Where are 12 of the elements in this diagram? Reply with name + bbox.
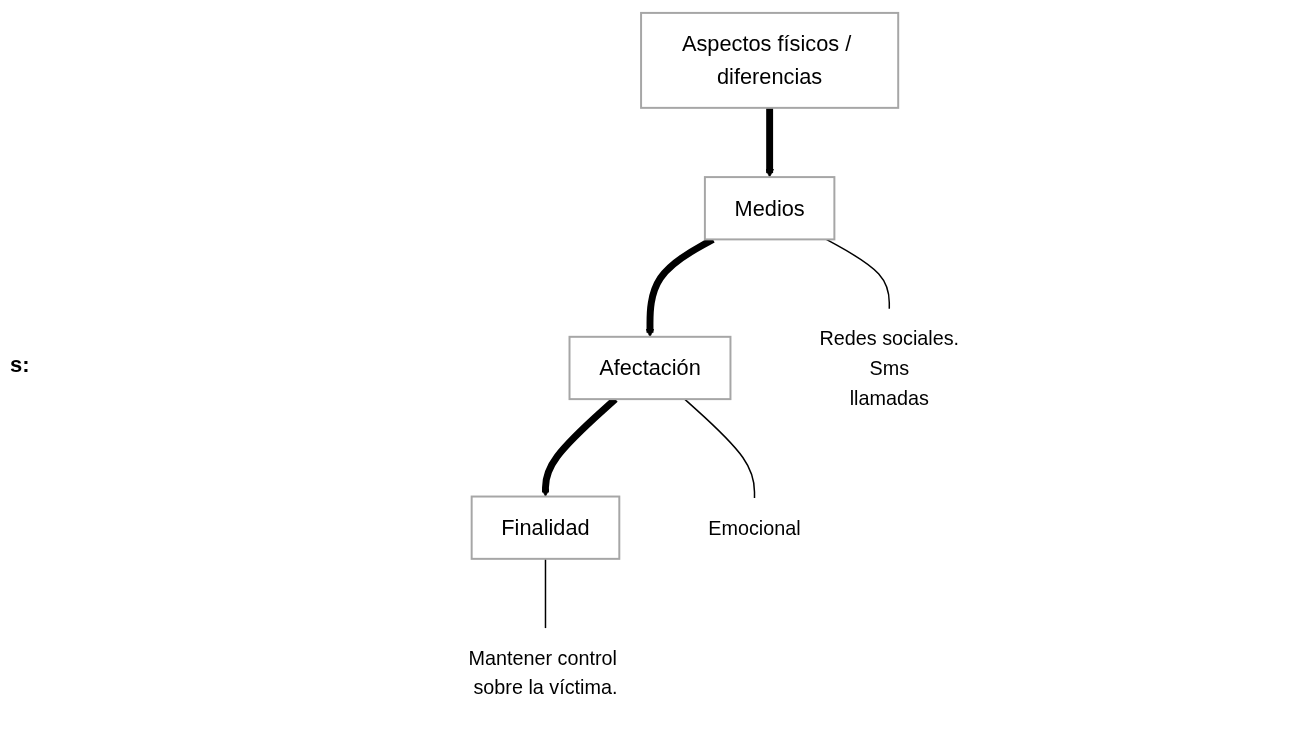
connector xyxy=(544,558,546,629)
node-box: Medios xyxy=(703,176,836,241)
node-text: Redes sociales. Sms llamadas xyxy=(819,327,959,409)
connector xyxy=(683,398,755,499)
connector xyxy=(825,238,890,310)
node-box: Afectación xyxy=(568,335,732,401)
note-text: s: xyxy=(10,352,31,378)
node-text: Mantener control sobre la víctima. xyxy=(468,646,618,699)
node-box: Finalidad xyxy=(470,495,620,560)
node-text: Emocional xyxy=(707,516,801,539)
arrow xyxy=(764,107,774,178)
node-box: Aspectos físicos / diferencias xyxy=(639,11,899,109)
